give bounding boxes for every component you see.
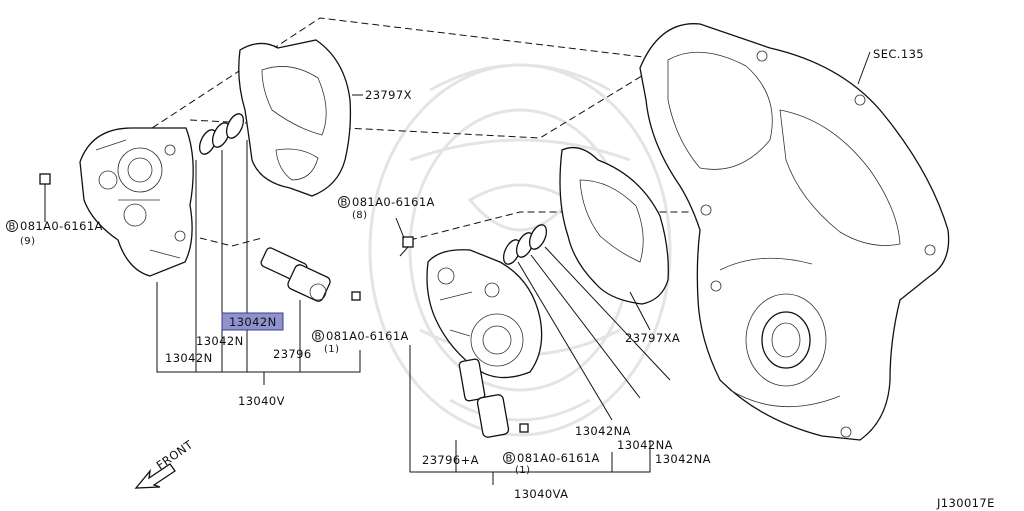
bolt-left-qty: (9)	[20, 236, 35, 247]
label-solenoid-23796[interactable]: 23796	[273, 347, 312, 361]
label-oring-highlighted[interactable]: 13042N	[221, 312, 284, 331]
label-oring-13042n-b[interactable]: 13042N	[196, 334, 244, 348]
bolt-solenoid-right-code: 081A0-6161A	[517, 451, 600, 465]
solenoid-left	[260, 247, 361, 302]
oring-highlight-text: 13042N	[229, 315, 277, 329]
gasket-right	[559, 146, 669, 305]
label-assy-13040va[interactable]: 13040VA	[514, 487, 568, 501]
label-oring-13042n-a[interactable]: 13042N	[165, 351, 213, 365]
bolt-symbol-icon: B	[315, 332, 322, 343]
diagram-id: J130017E	[936, 496, 995, 510]
label-bolt-center[interactable]: B 081A0-6161A (8)	[338, 195, 435, 221]
bolt-center-qty: (8)	[352, 210, 367, 221]
bolt-symbol-icon: B	[506, 454, 513, 465]
label-assy-13040v[interactable]: 13040V	[238, 394, 285, 408]
timing-cover-large	[639, 23, 950, 441]
label-solenoid-23796a[interactable]: 23796+A	[422, 453, 479, 467]
highlight-box	[221, 312, 284, 331]
left-cover-housing	[79, 127, 194, 277]
label-front: FRONT	[154, 437, 196, 472]
gasket-left	[238, 39, 352, 197]
label-oring-13042na-3[interactable]: 13042NA	[655, 452, 711, 466]
label-bolt-solenoid-left[interactable]: B 081A0-6161A (1)	[312, 329, 409, 355]
label-gasket-23797xa[interactable]: 23797XA	[625, 331, 680, 345]
o-rings-center	[502, 224, 548, 265]
leader-lines	[44, 51, 871, 485]
bolt-center	[399, 236, 414, 257]
bolt-symbol-icon: B	[9, 222, 16, 233]
label-sec-135[interactable]: SEC.135	[873, 47, 924, 61]
bolt-center-code: 081A0-6161A	[352, 195, 435, 209]
o-rings-left	[198, 113, 245, 155]
label-oring-13042na-1[interactable]: 13042NA	[575, 424, 631, 438]
label-oring-13042na-2[interactable]: 13042NA	[617, 438, 673, 452]
front-arrow-icon	[134, 463, 176, 489]
bolt-solenoid-right-qty: (1)	[515, 465, 530, 476]
center-cover-housing	[426, 249, 543, 379]
label-gasket-23797x[interactable]: 23797X	[365, 88, 412, 102]
bolt-left-code: 081A0-6161A	[20, 219, 103, 233]
bolt-left	[39, 173, 51, 212]
bolt-solenoid-left-code: 081A0-6161A	[326, 329, 409, 343]
bolt-symbol-icon: B	[341, 198, 348, 209]
label-bolt-left[interactable]: B 081A0-6161A (9)	[6, 219, 103, 247]
solenoid-right	[458, 358, 529, 438]
bolt-solenoid-left-qty: (1)	[324, 344, 339, 355]
label-bolt-solenoid-right[interactable]: B 081A0-6161A (1)	[503, 451, 600, 476]
